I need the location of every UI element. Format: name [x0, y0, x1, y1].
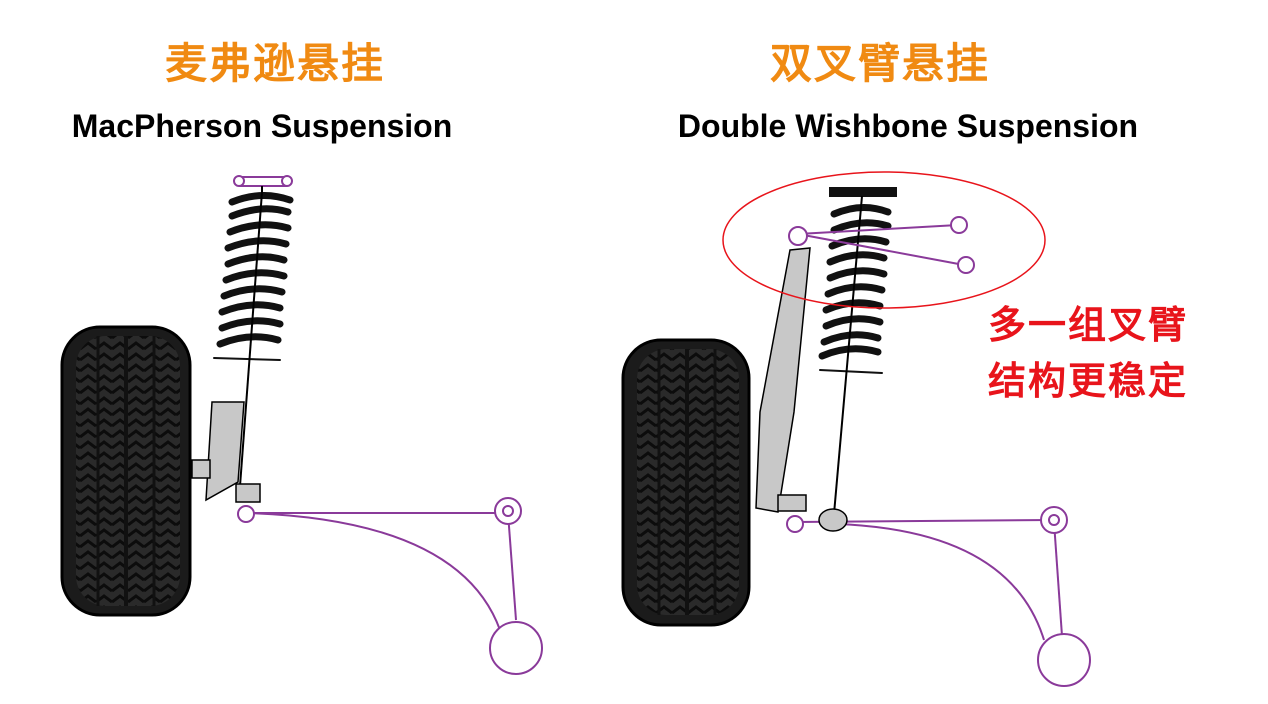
- right-coil-spring: [818, 204, 892, 374]
- left-tire: [60, 325, 192, 617]
- right-spring-cap: [829, 187, 897, 197]
- left-steering-knuckle: [191, 401, 261, 503]
- left-strut-rod: [239, 191, 263, 487]
- macpherson-title-english: MacPherson Suspension: [71, 108, 453, 144]
- upper-wishbone: [788, 216, 975, 274]
- advantage-note-line1: 多一组叉臂: [987, 303, 1188, 347]
- left-top-mount: [233, 175, 293, 195]
- macpherson-title-chinese: 麦弗逊悬挂: [164, 39, 385, 88]
- right-strut-rod: [833, 195, 863, 515]
- double-wishbone-title-chinese: 双叉臂悬挂: [769, 39, 990, 88]
- double-wishbone-title-english: Double Wishbone Suspension: [677, 108, 1139, 144]
- right-tire: [621, 338, 751, 627]
- macpherson-assembly: [60, 175, 543, 675]
- right-steering-knuckle: [755, 247, 811, 513]
- right-ball-joint: [818, 508, 848, 532]
- left-lower-control-arm: [237, 497, 543, 675]
- advantage-note-line2: 结构更稳定: [987, 359, 1188, 403]
- upper-arm-highlight-ellipse: [722, 171, 1046, 309]
- lower-wishbone: [786, 506, 1091, 687]
- double-wishbone-assembly: [621, 171, 1091, 687]
